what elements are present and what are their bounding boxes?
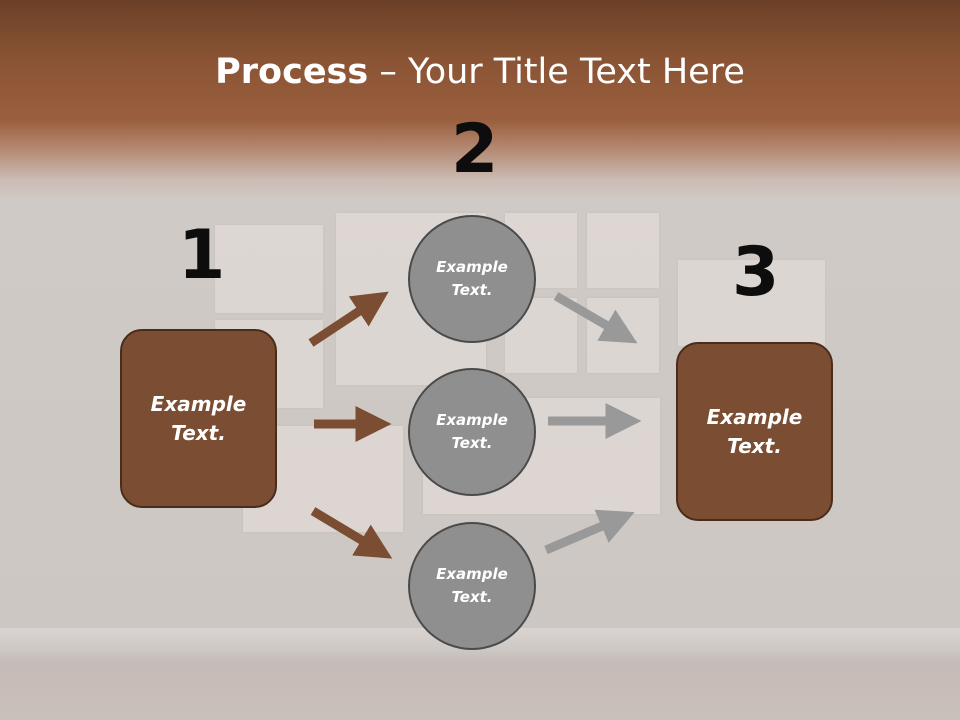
circle-bottom-line2: Text. xyxy=(451,588,493,606)
circle-top-line2: Text. xyxy=(451,281,493,299)
step-1-text-line2: Text. xyxy=(171,420,226,445)
step-3-text-line1: Example xyxy=(706,404,803,429)
step-number-1: 1 xyxy=(178,216,226,295)
circle-top-line1: Example xyxy=(436,258,508,276)
wall-frame xyxy=(587,213,659,288)
circle-middle: Example Text. xyxy=(408,368,536,496)
title-rest: – Your Title Text Here xyxy=(368,52,745,92)
step-number-3: 3 xyxy=(732,233,780,312)
step-1-text-line1: Example xyxy=(150,391,247,416)
wall-frame xyxy=(678,260,825,346)
arrow-gray-up xyxy=(544,509,635,555)
step-number-2: 2 xyxy=(451,110,499,189)
circle-bottom: Example Text. xyxy=(408,522,536,650)
circle-top: Example Text. xyxy=(408,215,536,343)
title-bold: Process xyxy=(215,52,369,92)
arrow-brown-up xyxy=(308,291,389,347)
circle-bottom-line1: Example xyxy=(436,565,508,583)
arrow-brown-down xyxy=(310,507,393,559)
slide-title: Process – Your Title Text Here xyxy=(0,52,960,92)
circle-middle-line2: Text. xyxy=(451,434,493,452)
wall-frame xyxy=(215,225,323,313)
step-3-box: Example Text. xyxy=(676,342,833,521)
arrow-gray-down xyxy=(553,292,638,344)
step-1-box: Example Text. xyxy=(120,329,277,508)
floor xyxy=(0,662,960,720)
circle-middle-line1: Example xyxy=(436,411,508,429)
step-3-text-line2: Text. xyxy=(727,433,782,458)
